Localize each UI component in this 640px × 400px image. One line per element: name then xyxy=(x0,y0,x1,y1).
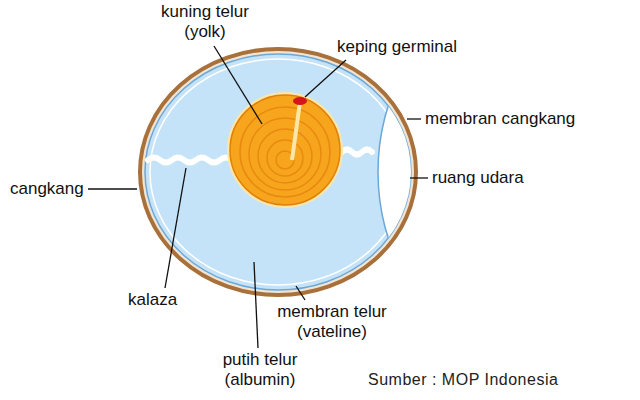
shell xyxy=(140,49,416,295)
part-label: membran cangkang xyxy=(425,109,575,129)
chalaza xyxy=(342,150,372,155)
part-label: membran telur (vateline) xyxy=(262,302,402,342)
part-label: keping germinal xyxy=(337,37,457,57)
albumin xyxy=(145,54,411,290)
part-label: kalaza xyxy=(128,290,177,310)
germinal-disc xyxy=(293,97,307,105)
source-note: Sumber : MOP Indonesia xyxy=(368,370,558,390)
part-label: kuning telur (yolk) xyxy=(155,2,255,42)
egg-membrane xyxy=(150,59,406,285)
chalaza xyxy=(148,158,232,163)
air-space xyxy=(378,22,578,322)
part-label: cangkang xyxy=(10,179,84,199)
part-label: ruang udara xyxy=(432,168,524,188)
part-label: putih telur (albumin) xyxy=(205,350,315,390)
yolk xyxy=(230,95,340,205)
yolk-membrane xyxy=(227,92,343,208)
leader-lines xyxy=(88,46,428,348)
